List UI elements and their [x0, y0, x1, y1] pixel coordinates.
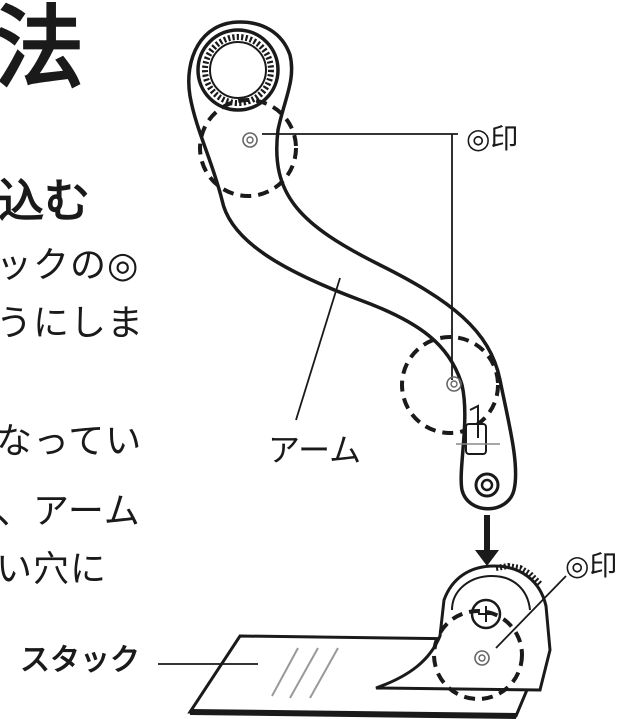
circle-mark-icon [242, 132, 258, 148]
mark-label: ◎印 [466, 122, 519, 155]
arm-ring [196, 28, 280, 112]
body-line: 、アーム [0, 491, 141, 532]
dashed-circle [400, 335, 500, 435]
arrow-down-icon [475, 515, 499, 566]
arm [187, 20, 518, 511]
arm-hole [474, 472, 500, 498]
body-line: なってい [0, 421, 143, 462]
dashed-circle [198, 98, 298, 198]
body-line: うにしま [0, 303, 145, 344]
circle-mark-icon [446, 376, 462, 392]
plate-shine [271, 647, 339, 699]
dashed-circle [432, 609, 524, 701]
body-line: ックの◎ [0, 245, 140, 286]
mark-label: ◎印 [565, 549, 618, 582]
arm-clip [456, 404, 500, 455]
circle-mark-icon [474, 650, 490, 666]
arm-label: アーム [268, 431, 362, 469]
subheading: 込む [0, 174, 90, 228]
body-line: い穴に [0, 549, 108, 590]
stack-hinge [375, 562, 552, 692]
stack-label: スタック [20, 643, 140, 678]
heading: 法 [0, 0, 84, 101]
